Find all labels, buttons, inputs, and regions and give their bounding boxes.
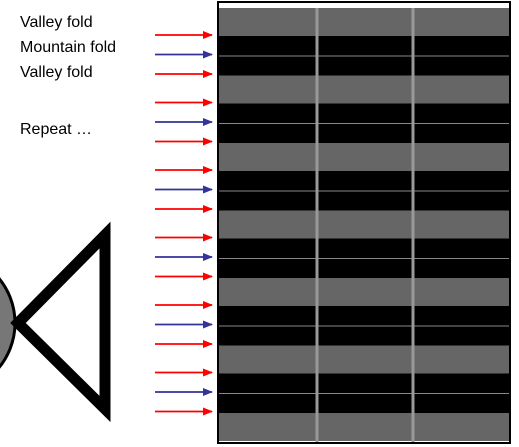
nozzle-icon: [0, 221, 111, 423]
label-repeat: Repeat …: [20, 121, 93, 138]
fold-panel: [217, 1, 511, 444]
label-mountain-fold: Mountain fold: [20, 39, 117, 56]
gray-band: [219, 8, 509, 36]
gray-band: [219, 345, 509, 374]
label-valley-fold-2: Valley fold: [20, 64, 93, 81]
gray-band: [219, 75, 509, 104]
triangle-icon: [10, 221, 111, 423]
label-valley-fold-1: Valley fold: [20, 14, 93, 31]
gray-band: [219, 143, 509, 171]
gray-band: [219, 210, 509, 239]
gray-band: [219, 413, 509, 441]
gray-band: [219, 278, 509, 306]
panel-bands: [219, 8, 509, 441]
panel-dividers: [315, 8, 415, 442]
fold-arrows: [155, 31, 213, 416]
